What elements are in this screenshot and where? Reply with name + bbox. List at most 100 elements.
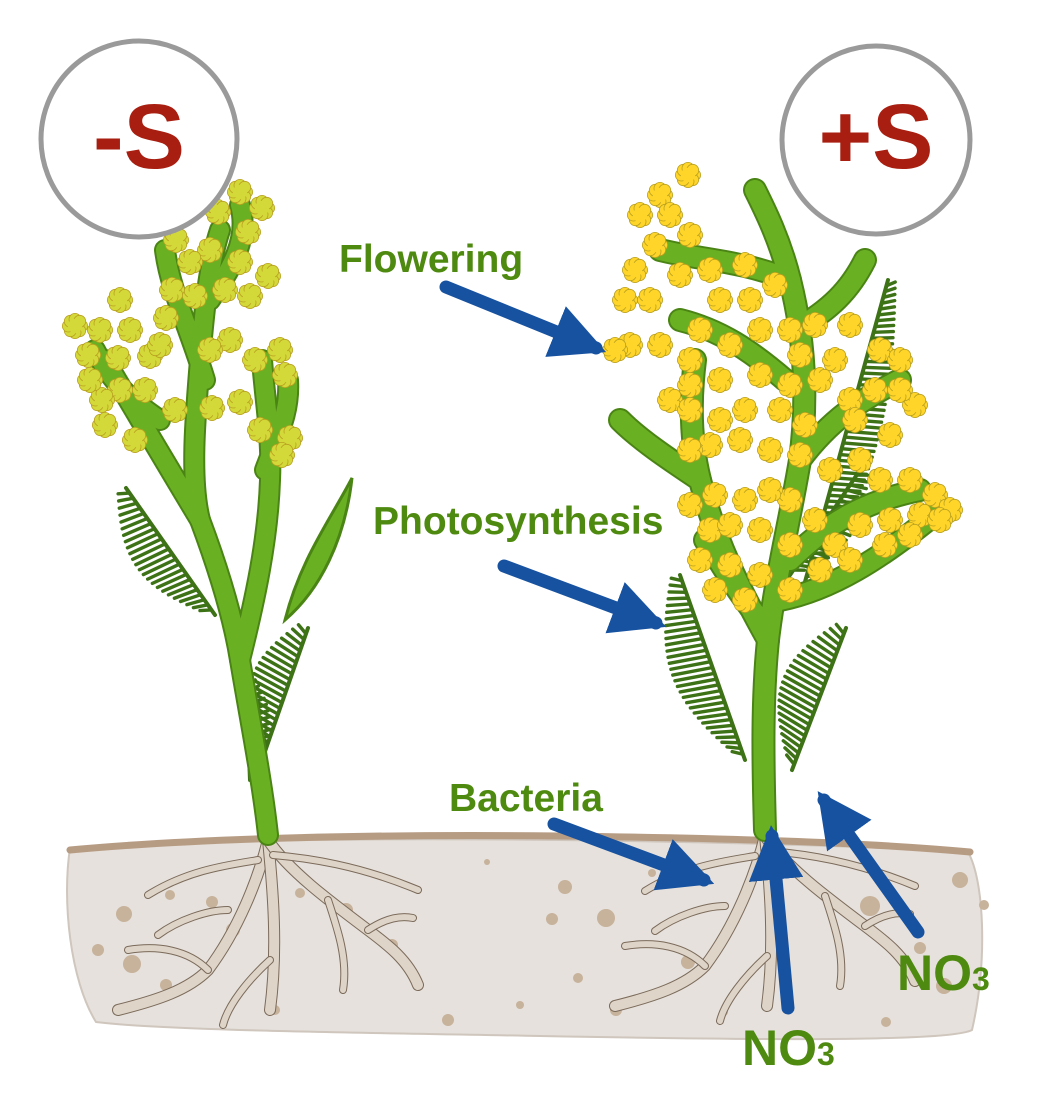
flower-clusters-right xyxy=(602,161,963,613)
pebble xyxy=(952,872,968,888)
frond-leaflet xyxy=(675,677,719,689)
flower-cluster-icon xyxy=(807,557,833,583)
flower-center xyxy=(932,512,948,528)
flower-cluster-icon xyxy=(677,436,703,464)
frond-leaflet xyxy=(875,317,896,323)
flower-center xyxy=(812,562,828,578)
flower-cluster-icon xyxy=(196,236,224,264)
frond-spine-icon xyxy=(124,486,217,617)
flower-cluster-icon xyxy=(612,286,638,314)
frond-leaflet xyxy=(664,636,705,647)
frond-leaflet xyxy=(664,631,703,641)
frond-leaflet xyxy=(783,674,822,698)
flower-cluster-icon xyxy=(907,501,933,528)
frond-leaflet xyxy=(185,598,207,607)
flower-center xyxy=(647,237,663,253)
flower-center xyxy=(882,427,898,443)
frond-leaflet xyxy=(150,567,185,586)
flower-center xyxy=(202,342,218,358)
frond-leaflet xyxy=(119,511,146,524)
flower-cluster-icon xyxy=(787,341,813,369)
flower-cluster-icon xyxy=(687,316,713,344)
bacteria-arrow-icon xyxy=(547,817,715,891)
flower-center xyxy=(907,397,923,413)
flower-center xyxy=(852,517,868,533)
flower-center xyxy=(607,342,623,358)
flower-cluster-icon xyxy=(196,336,224,364)
flower-cluster-icon xyxy=(657,386,683,414)
flower-center xyxy=(272,342,288,358)
flower-center xyxy=(782,322,798,338)
flower-cluster-icon xyxy=(198,394,226,422)
flower-cluster-icon xyxy=(677,491,703,519)
frond-leaflet xyxy=(125,532,160,550)
flower-cluster-icon xyxy=(131,376,159,404)
frond-leaflet xyxy=(780,732,803,749)
stem-branch xyxy=(256,371,298,479)
frond-leaflet xyxy=(862,365,893,370)
flower-cluster-icon xyxy=(117,316,144,344)
flower-cluster-icon xyxy=(717,331,743,359)
root xyxy=(125,945,211,973)
pebble xyxy=(558,880,572,894)
root xyxy=(822,893,845,989)
flower-center xyxy=(737,492,753,508)
flower-cluster-icon xyxy=(707,406,733,434)
flower-cluster-icon xyxy=(922,481,948,509)
flower-center xyxy=(662,207,678,223)
flower-center xyxy=(182,254,198,270)
frond-leaflet xyxy=(665,642,707,653)
flower-center xyxy=(232,254,248,270)
flower-cluster-icon xyxy=(211,276,239,304)
frond-leaflet xyxy=(878,305,897,311)
pebble xyxy=(860,896,880,916)
flower-cluster-icon xyxy=(887,346,913,374)
flower-center xyxy=(127,432,143,448)
flower-cluster-icon xyxy=(268,441,296,469)
photosynthesis-arrow-icon xyxy=(497,559,667,634)
flower-center xyxy=(680,167,696,183)
flower-cluster-icon xyxy=(677,396,703,424)
flower-cluster-icon xyxy=(732,486,758,514)
plant-minus-s xyxy=(62,178,424,1029)
flower-center xyxy=(682,497,698,513)
flower-cluster-icon xyxy=(847,446,873,474)
stem-branch xyxy=(610,410,710,490)
pebble xyxy=(484,859,490,865)
flower-center xyxy=(702,522,718,538)
flower-center xyxy=(822,462,838,478)
frond-leaflet xyxy=(252,671,288,693)
frond-leaflet xyxy=(873,323,896,329)
flower-cluster-icon xyxy=(677,221,703,249)
frond-leaflet xyxy=(876,311,896,317)
frond-leaflet xyxy=(290,627,306,642)
flower-center xyxy=(842,317,858,333)
flower-cluster-icon xyxy=(216,326,244,354)
flower-center xyxy=(632,207,648,223)
flower-center xyxy=(902,472,918,488)
pebble xyxy=(123,955,141,973)
frond-leaflet xyxy=(250,677,286,699)
flower-center xyxy=(782,582,798,598)
flower-center xyxy=(682,352,698,368)
badge-label-left: -S xyxy=(93,86,185,188)
pebble xyxy=(206,896,218,908)
flower-cluster-icon xyxy=(747,517,773,543)
frond-leaflet xyxy=(792,658,829,681)
photosynthesis-label: Photosynthesis xyxy=(373,500,663,543)
flower-cluster-icon xyxy=(777,371,803,399)
frond-leaflet xyxy=(128,537,164,556)
frond-leaflet xyxy=(701,717,733,725)
frond-leaflet xyxy=(145,562,182,581)
root-system-icon xyxy=(112,834,424,1029)
arrows xyxy=(439,280,925,1015)
flower-cluster-icon xyxy=(747,562,773,588)
flower-center xyxy=(282,430,298,446)
flower-cluster-icon xyxy=(602,336,628,364)
flower-cluster-icon xyxy=(747,316,773,344)
flower-cluster-icon xyxy=(717,552,743,578)
flower-cluster-icon xyxy=(842,406,868,434)
frond-leaflet xyxy=(796,653,831,676)
pebble xyxy=(442,1014,454,1026)
